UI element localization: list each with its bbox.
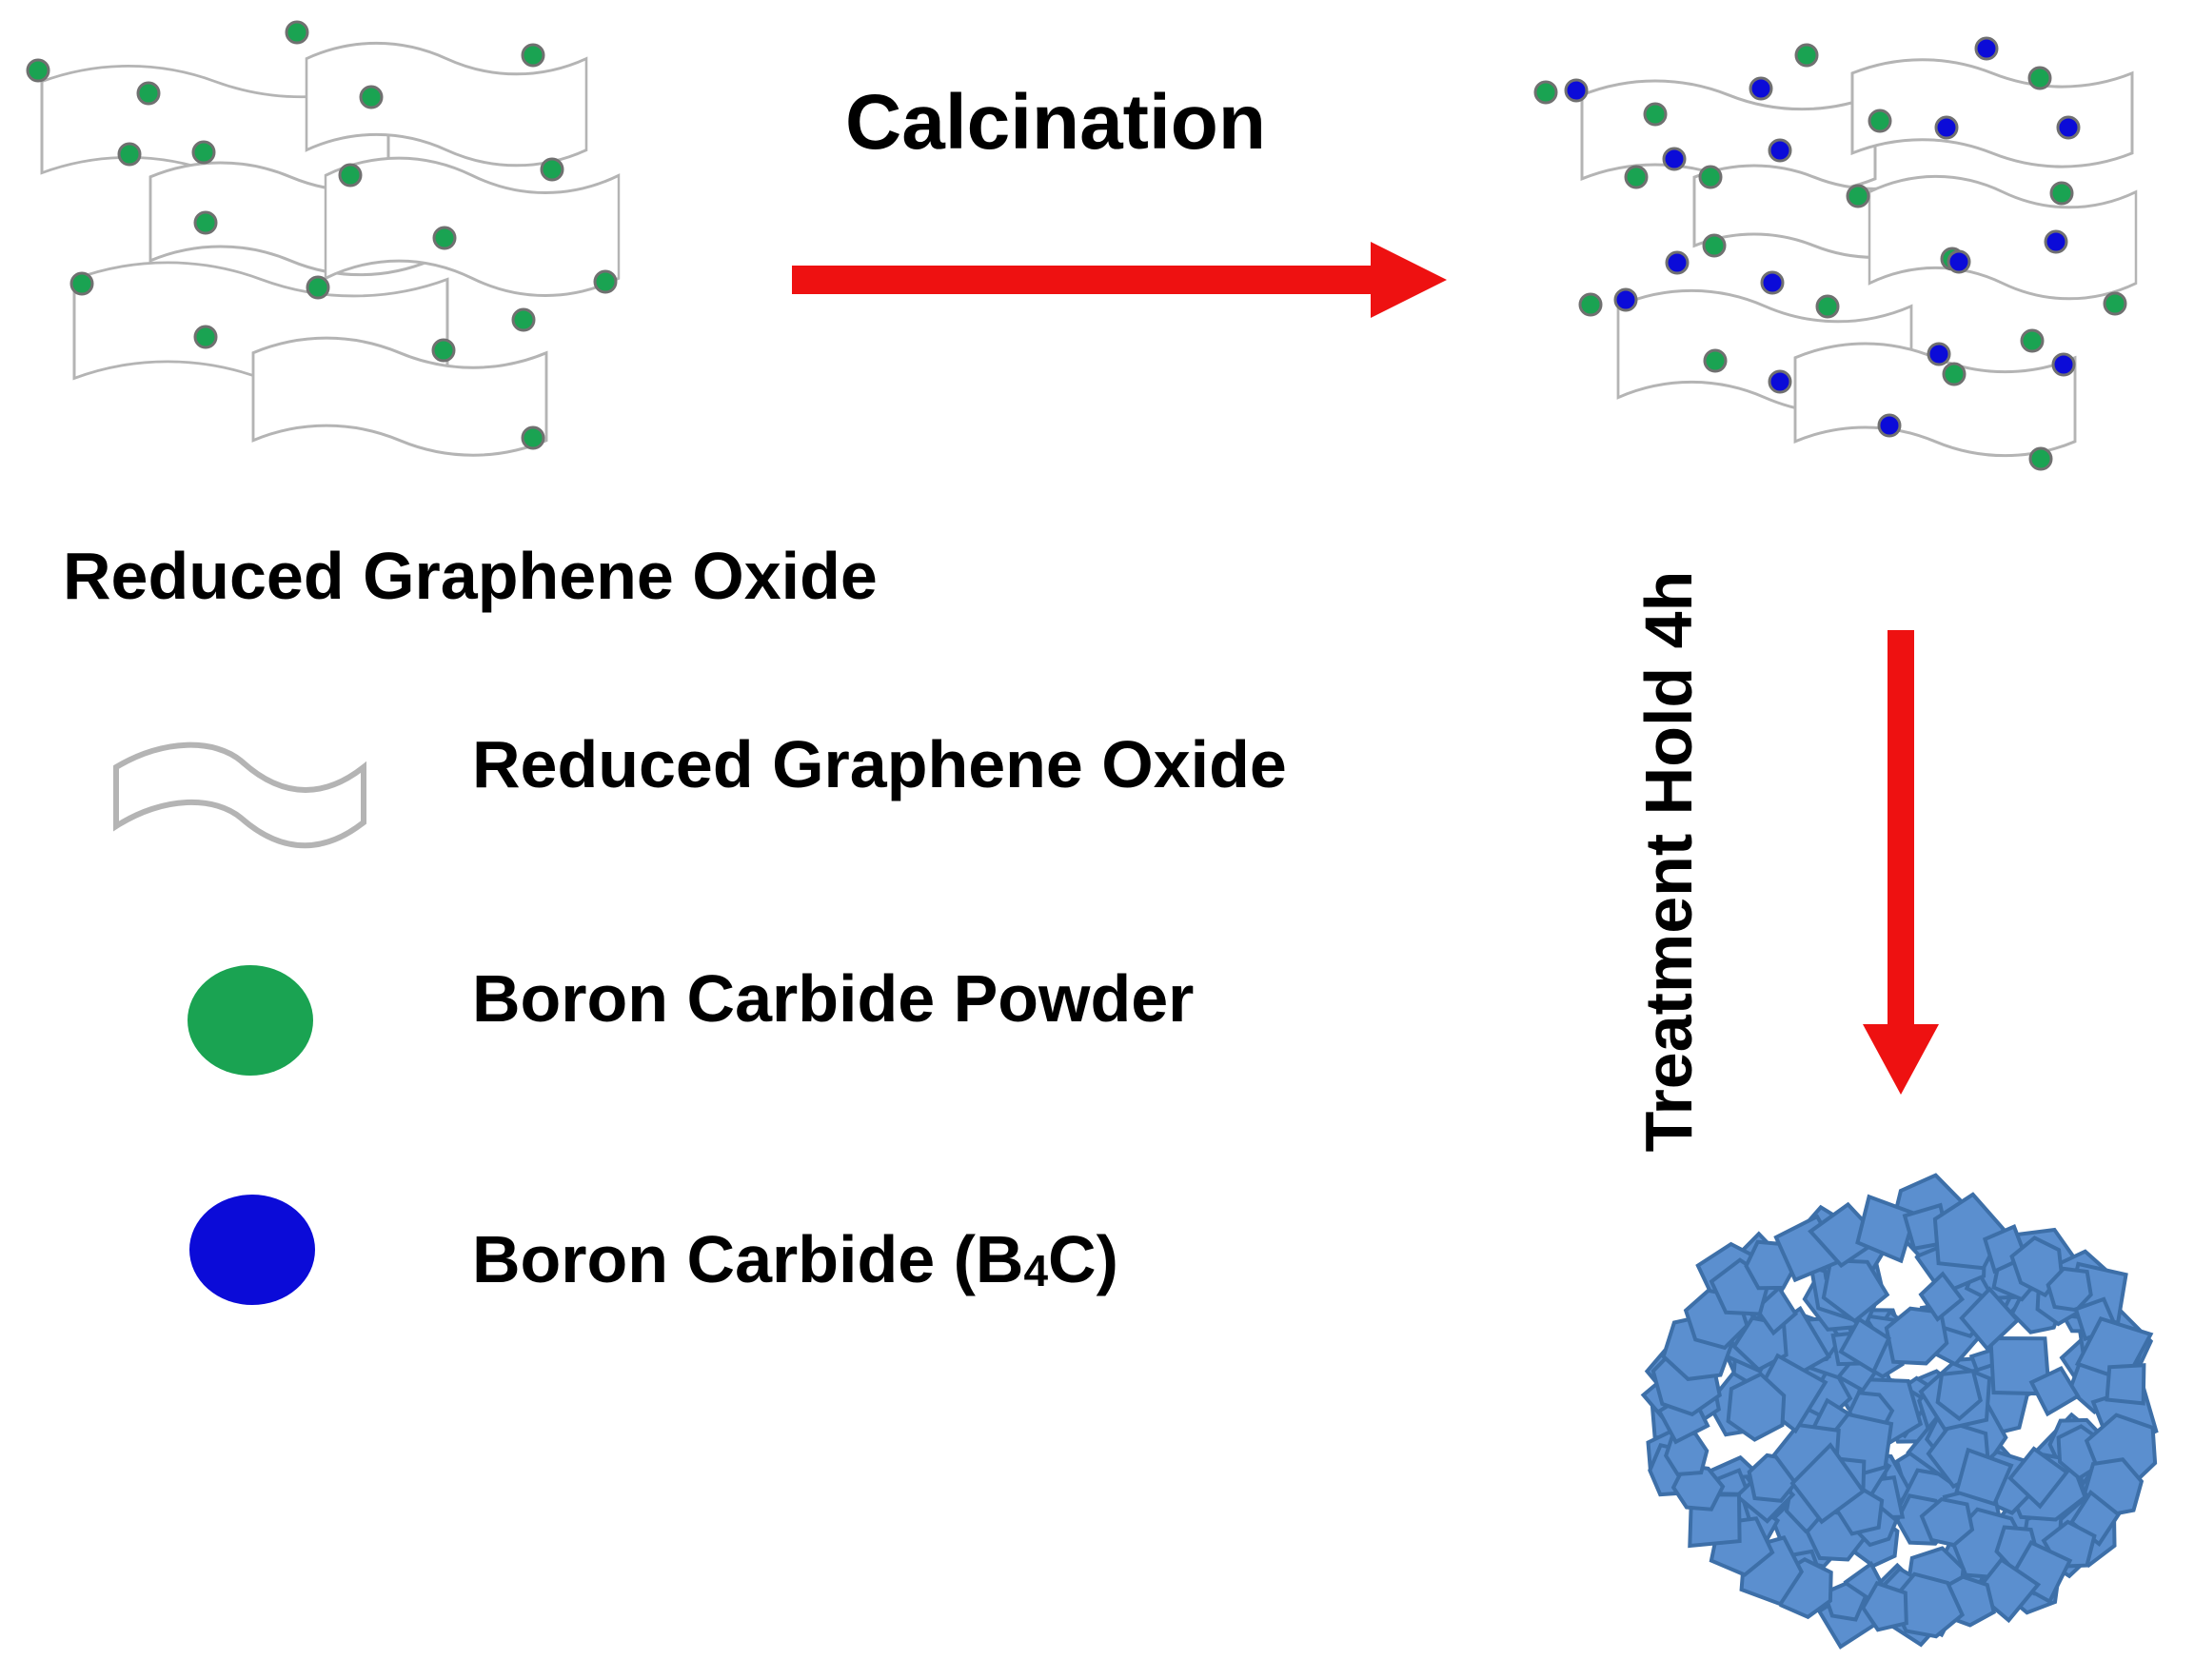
boron-carbide-b4c-dot xyxy=(1613,287,1638,312)
boron-carbide-b4c-dot xyxy=(1947,249,1971,274)
boron-carbide-powder-dot xyxy=(191,140,216,165)
boron-carbide-b4c-dot xyxy=(1564,78,1589,103)
treatment-hold-label: Treatment Hold 4h xyxy=(1631,570,1706,1153)
b4c-grain xyxy=(2105,1363,2146,1406)
b4c-grain xyxy=(1918,1271,1966,1322)
boron-carbide-b4c-dot xyxy=(1749,76,1773,101)
boron-carbide-powder-dot xyxy=(1868,109,1892,133)
boron-carbide-powder-dot xyxy=(1815,294,1840,319)
boron-carbide-powder-dot xyxy=(285,20,309,45)
b4c-grain xyxy=(1860,1580,1908,1632)
treatment-arrow xyxy=(1863,630,1939,1095)
rgo-sheet-stack-left xyxy=(40,41,621,457)
legend-boron-carbide-powder-dot-icon xyxy=(188,965,313,1076)
boron-carbide-powder-dot xyxy=(2027,66,2052,90)
boron-carbide-powder-dot xyxy=(2049,181,2074,206)
boron-carbide-powder-dot xyxy=(2103,291,2127,316)
boron-carbide-powder-dot xyxy=(1533,80,1558,105)
boron-carbide-powder-dot xyxy=(1643,102,1668,127)
boron-carbide-powder-dot xyxy=(1794,43,1819,68)
boron-carbide-powder-dot xyxy=(1703,348,1728,373)
boron-carbide-powder-dot xyxy=(431,338,456,363)
boron-carbide-b4c-dot xyxy=(1662,147,1687,171)
rgo-sheet xyxy=(1850,58,2134,168)
b4c-grain xyxy=(1954,1447,2014,1507)
b4c-grain xyxy=(1959,1286,2021,1352)
boron-carbide-powder-dot xyxy=(1624,165,1649,189)
boron-carbide-powder-dot xyxy=(136,81,161,106)
boron-carbide-powder-dot xyxy=(306,275,330,300)
boron-carbide-powder-dot xyxy=(1846,184,1870,208)
boron-carbide-b4c-dot xyxy=(2056,115,2081,140)
boron-carbide-powder-dot xyxy=(193,325,218,349)
boron-carbide-powder-dot xyxy=(69,271,94,296)
boron-carbide-powder-dot xyxy=(338,163,363,188)
legend-b4c-prefix: Boron Carbide (B xyxy=(472,1222,1024,1296)
boron-carbide-b4c-dot xyxy=(1927,342,1951,366)
boron-carbide-powder-dot xyxy=(26,58,50,83)
boron-carbide-powder-dot xyxy=(117,142,142,167)
boron-carbide-powder-dot xyxy=(193,210,218,235)
legend-b4c-suffix: C) xyxy=(1048,1222,1118,1296)
b4c-grain xyxy=(1821,1258,1890,1324)
boron-carbide-powder-dot xyxy=(2028,446,2053,471)
boron-carbide-powder-dot xyxy=(1942,362,1967,386)
particle-dots-right xyxy=(1533,36,2127,471)
calcination-arrow xyxy=(792,242,1447,318)
calcination-label: Calcination xyxy=(845,79,1266,166)
b4c-grain xyxy=(2028,1366,2081,1417)
legend-rgo-label: Reduced Graphene Oxide xyxy=(472,727,1287,801)
legend-rgo-sheet-icon xyxy=(113,741,366,849)
rgo-sheet xyxy=(1868,174,2138,301)
boron-carbide-b4c-dot xyxy=(1934,115,1959,140)
b4c-grain xyxy=(2009,1235,2064,1298)
boron-carbide-b4c-dot xyxy=(1768,138,1792,163)
rgo-sheet xyxy=(251,336,548,457)
boron-carbide-powder-dot xyxy=(359,85,384,109)
boron-carbide-powder-dot xyxy=(521,43,545,68)
b4c-grain xyxy=(1935,1369,1983,1422)
legend-b4c-subscript: 4 xyxy=(1023,1246,1049,1295)
boron-carbide-powder-dot xyxy=(432,226,457,250)
boron-carbide-b4c-dot xyxy=(1768,369,1792,394)
b4c-aggregate-cluster xyxy=(1640,1173,2159,1650)
reduced-graphene-oxide-caption: Reduced Graphene Oxide xyxy=(63,539,878,613)
boron-carbide-powder-dot xyxy=(511,307,536,332)
boron-carbide-powder-dot xyxy=(593,269,618,294)
b4c-grain xyxy=(1789,1442,1867,1525)
boron-carbide-b4c-dot xyxy=(2044,229,2068,254)
boron-carbide-b4c-dot xyxy=(2051,352,2076,377)
legend-boron-carbide-powder-label: Boron Carbide Powder xyxy=(472,961,1195,1036)
boron-carbide-powder-dot xyxy=(1698,165,1723,189)
boron-carbide-powder-dot xyxy=(2020,328,2045,353)
boron-carbide-b4c-dot xyxy=(1665,250,1690,275)
boron-carbide-powder-dot xyxy=(1578,292,1603,317)
legend-boron-carbide-b4c-dot-icon xyxy=(189,1195,315,1305)
b4c-grain xyxy=(1664,1431,1710,1476)
boron-carbide-b4c-dot xyxy=(1877,413,1902,438)
legend-boron-carbide-b4c-label: Boron Carbide (B4C) xyxy=(472,1226,1118,1293)
boron-carbide-powder-dot xyxy=(521,425,545,450)
boron-carbide-b4c-dot xyxy=(1974,36,1999,61)
boron-carbide-powder-dot xyxy=(540,157,564,182)
b4c-grain xyxy=(1919,1496,1975,1548)
boron-carbide-b4c-dot xyxy=(1760,270,1785,295)
b4c-grain xyxy=(1726,1372,1787,1442)
boron-carbide-powder-dot xyxy=(1702,233,1727,258)
b4c-grain xyxy=(2007,1446,2070,1510)
boron-carbide-powder-dots-left xyxy=(26,20,618,450)
